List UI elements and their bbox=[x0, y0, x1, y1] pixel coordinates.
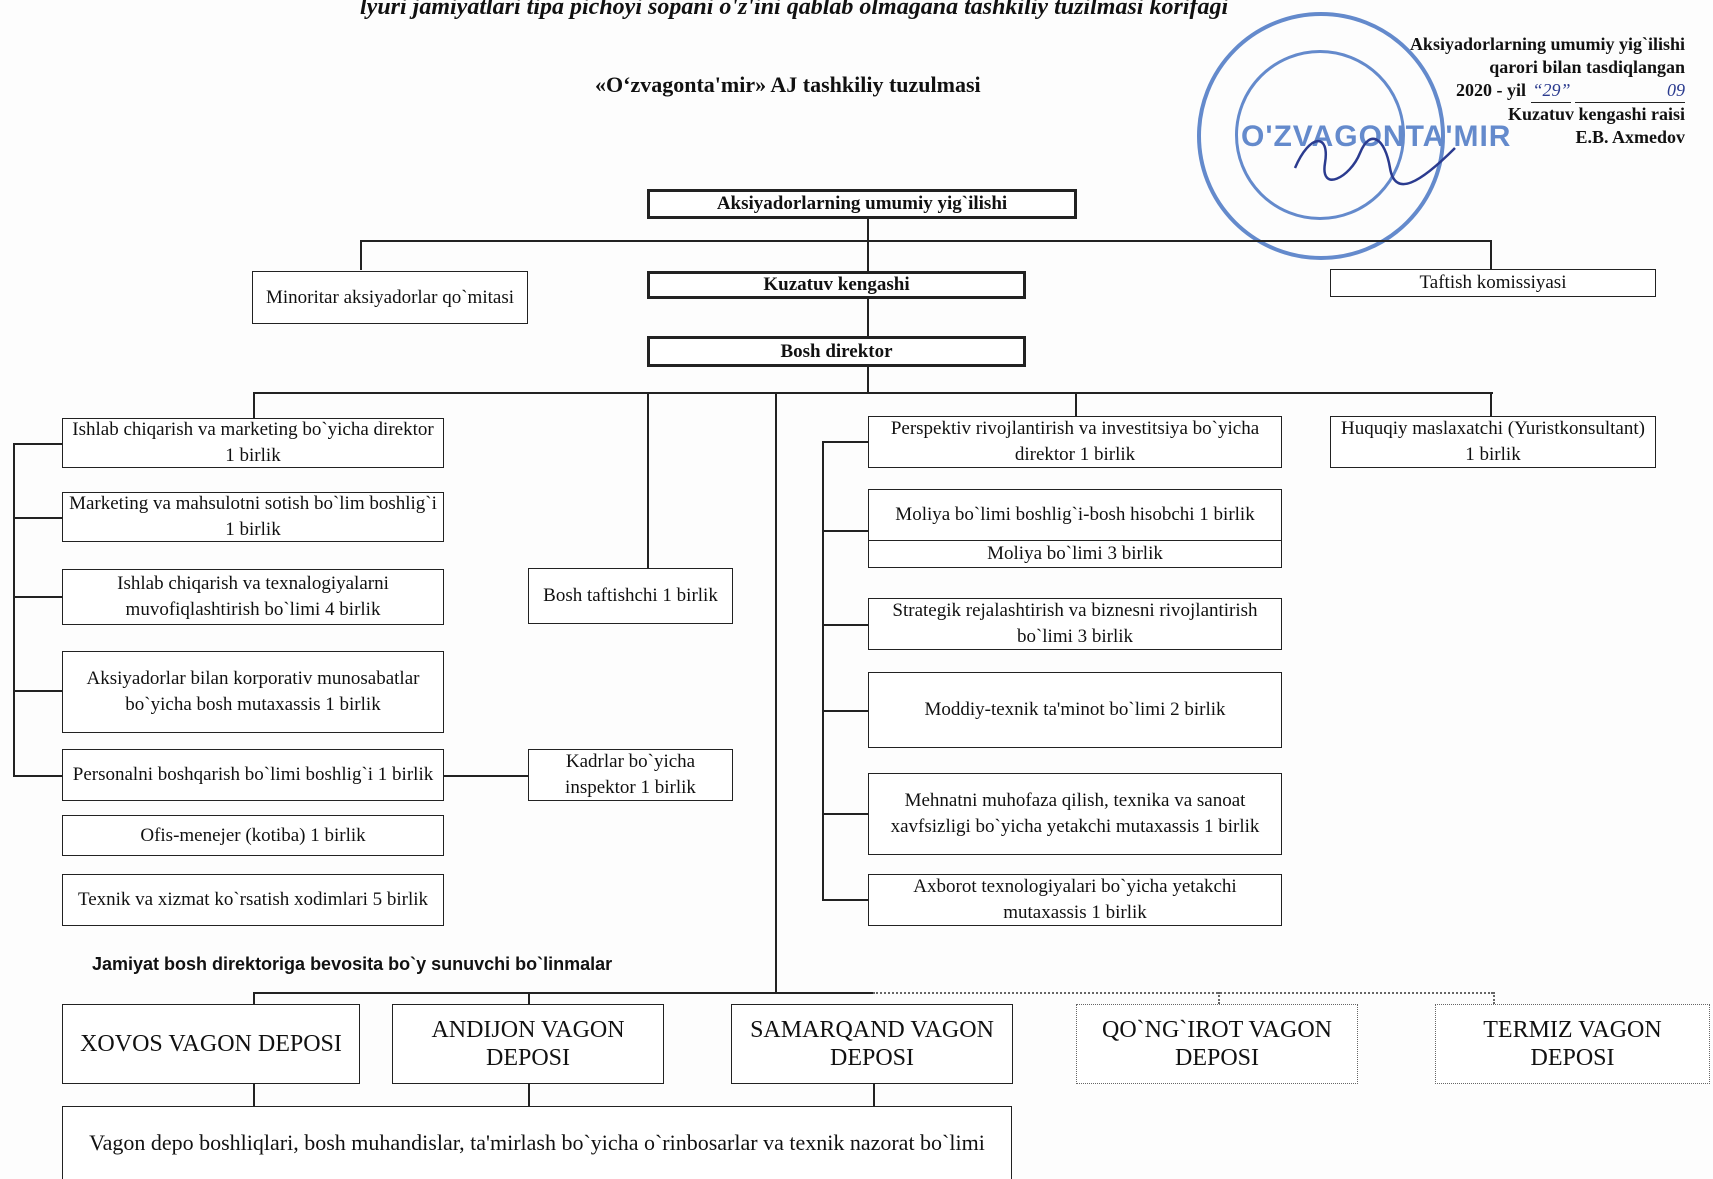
connector bbox=[13, 517, 62, 519]
connector bbox=[253, 992, 873, 994]
approval-line-1: Aksiyadorlarning umumiy yig`ilishi bbox=[1409, 34, 1685, 54]
connector bbox=[822, 899, 868, 901]
connector bbox=[873, 1082, 875, 1106]
box-depot-andijon: ANDIJON VAGON DEPOSI bbox=[392, 1004, 664, 1084]
connector bbox=[253, 392, 255, 418]
approval-date: 2020 - yil “29” 09 bbox=[1300, 79, 1685, 103]
approval-day: “29” bbox=[1530, 79, 1571, 103]
connector bbox=[13, 443, 15, 777]
connector bbox=[867, 297, 869, 337]
box-general-meeting: Aksiyadorlarning umumiy yig`ilishi bbox=[647, 189, 1077, 219]
approval-month: 09 bbox=[1575, 79, 1685, 103]
stamp-text: O'ZVAGONTA'MIR bbox=[1241, 120, 1512, 153]
box-right-4: Moddiy-texnik ta'minot bo`limi 2 birlik bbox=[868, 672, 1282, 748]
cut-off-heading: lyuri jamiyatlari tipa pichoyi sopani o'… bbox=[360, 0, 1229, 20]
stamp-inner-ring bbox=[1235, 50, 1405, 220]
connector bbox=[13, 690, 62, 692]
approval-block: Aksiyadorlarning umumiy yig`ilishi qaror… bbox=[1300, 33, 1685, 149]
connector bbox=[1075, 392, 1077, 418]
connector bbox=[822, 813, 868, 815]
connector bbox=[13, 443, 62, 445]
box-minority-committee: Minoritar aksiyadorlar qo`mitasi bbox=[252, 271, 528, 324]
connector bbox=[822, 710, 868, 712]
connector bbox=[253, 992, 255, 1004]
connector bbox=[1490, 240, 1492, 270]
approval-line-5: E.B. Axmedov bbox=[1575, 127, 1685, 147]
chart-title: «O‘zvagonta'mir» AJ tashkiliy tuzulmasi bbox=[595, 72, 981, 97]
connector bbox=[1490, 392, 1492, 418]
box-legal: Huquqiy maslaxatchi (Yuristkonsultant) 1… bbox=[1330, 416, 1656, 468]
connector bbox=[822, 530, 868, 532]
box-audit-commission: Taftish komissiyasi bbox=[1330, 269, 1656, 297]
box-left-5: Ofis-menejer (kotiba) 1 birlik bbox=[62, 815, 444, 856]
connector-dotted bbox=[873, 992, 1493, 994]
connector-dotted bbox=[1493, 992, 1495, 1004]
box-ceo: Bosh direktor bbox=[647, 336, 1026, 367]
box-chief-inspector: Bosh taftishchi 1 birlik bbox=[528, 568, 733, 624]
connector bbox=[822, 441, 824, 901]
connector bbox=[528, 992, 530, 1004]
box-depot-qongirot: QO`NG`IROT VAGON DEPOSI bbox=[1076, 1004, 1358, 1084]
connector bbox=[822, 624, 868, 626]
connector bbox=[253, 1082, 255, 1106]
approval-line-2: qarori bilan tasdiqlangan bbox=[1489, 57, 1685, 77]
box-left-0: Ishlab chiqarish va marketing bo`yicha d… bbox=[62, 418, 444, 468]
box-right-1: Moliya bo`limi boshlig`i-bosh hisobchi 1… bbox=[868, 489, 1282, 540]
box-depot-samarqand: SAMARQAND VAGON DEPOSI bbox=[731, 1004, 1013, 1084]
box-supervisory-board: Kuzatuv kengashi bbox=[647, 271, 1026, 299]
box-left-2: Ishlab chiqarish va texnalogiyalarni muv… bbox=[62, 569, 444, 625]
approval-line-4: Kuzatuv kengashi raisi bbox=[1507, 104, 1685, 124]
connector bbox=[867, 365, 869, 393]
connector bbox=[528, 1082, 530, 1106]
subordinate-caption: Jamiyat bosh direktoriga bevosita bo`y s… bbox=[92, 954, 613, 974]
box-hr-inspector: Kadrlar bo`yicha inspektor 1 birlik bbox=[528, 749, 733, 801]
connector bbox=[444, 775, 528, 777]
connector bbox=[775, 392, 777, 992]
box-depot-termiz: TERMIZ VAGON DEPOSI bbox=[1435, 1004, 1710, 1084]
box-right-0: Perspektiv rivojlantirish va investitsiy… bbox=[868, 416, 1282, 468]
connector bbox=[253, 392, 1493, 394]
box-right-5: Mehnatni muhofaza qilish, texnika va san… bbox=[868, 773, 1282, 855]
connector bbox=[647, 392, 649, 568]
box-left-6: Texnik va xizmat ko`rsatish xodimlari 5 … bbox=[62, 874, 444, 926]
signature bbox=[1293, 137, 1456, 186]
connector bbox=[822, 441, 868, 443]
connector bbox=[360, 240, 362, 270]
approval-year: 2020 - yil bbox=[1456, 80, 1526, 100]
box-depot-management: Vagon depo boshliqlari, bosh muhandislar… bbox=[62, 1106, 1012, 1179]
connector bbox=[867, 216, 869, 271]
box-right-2: Moliya bo`limi 3 birlik bbox=[868, 540, 1282, 568]
box-depot-xovos: XOVOS VAGON DEPOSI bbox=[62, 1004, 360, 1084]
official-stamp: O'ZVAGONTA'MIR bbox=[1197, 12, 1510, 260]
connector bbox=[360, 240, 1490, 242]
connector bbox=[13, 775, 62, 777]
box-left-1: Marketing va mahsulotni sotish bo`lim bo… bbox=[62, 492, 444, 542]
box-left-4: Personalni boshqarish bo`limi boshlig`i … bbox=[62, 749, 444, 801]
box-left-3: Aksiyadorlar bilan korporativ munosabatl… bbox=[62, 651, 444, 733]
box-right-3: Strategik rejalashtirish va biznesni riv… bbox=[868, 598, 1282, 650]
connector bbox=[13, 596, 62, 598]
box-right-6: Axborot texnologiyalari bo`yicha yetakch… bbox=[868, 874, 1282, 926]
connector-dotted bbox=[1218, 992, 1220, 1004]
